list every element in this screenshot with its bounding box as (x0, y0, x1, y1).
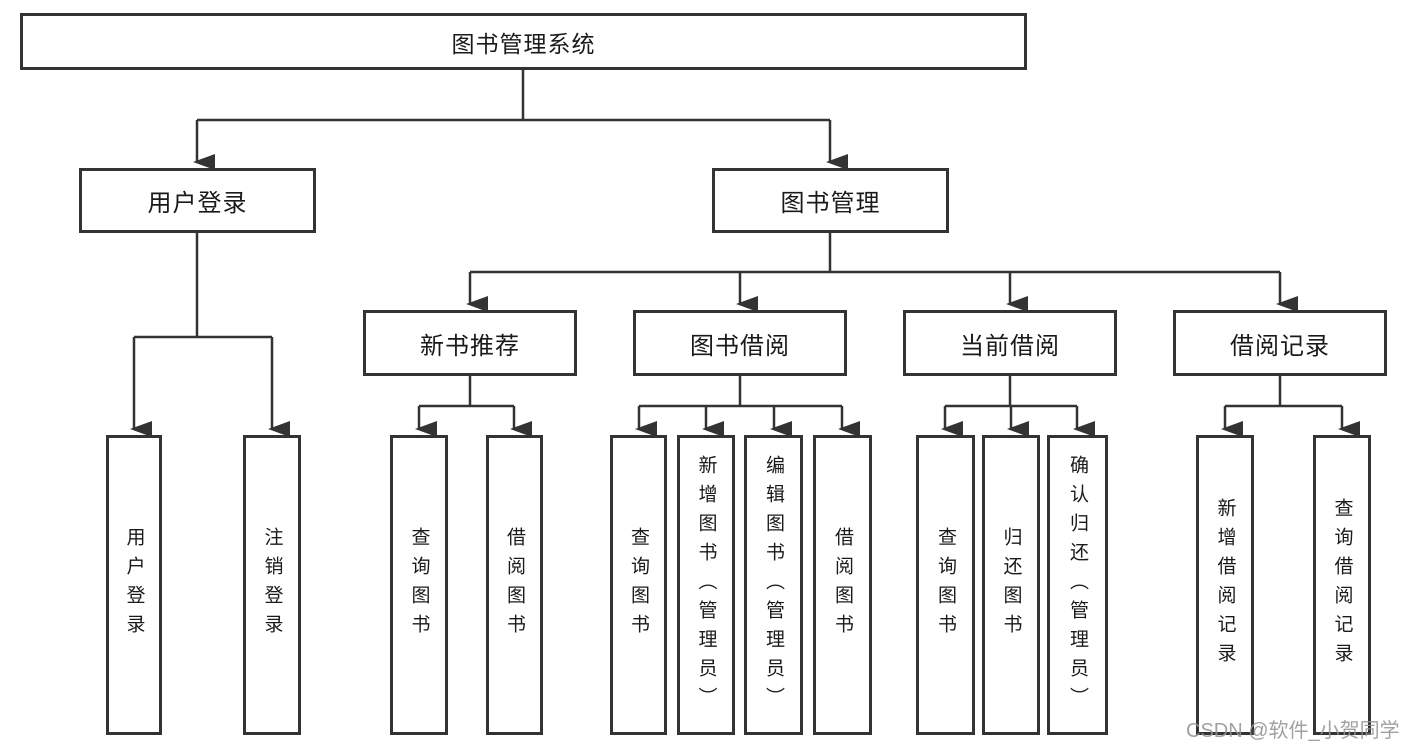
node-leaf-query-books-1: 查询图书 (390, 435, 448, 735)
node-current-borrowing: 当前借阅 (903, 310, 1117, 376)
node-label: 编辑图书（管理员） (763, 454, 784, 716)
node-label: 借阅图书 (832, 527, 853, 643)
node-label: 图书管理 (780, 190, 881, 217)
node-leaf-return-books: 归还图书 (982, 435, 1040, 735)
node-label: 图书借阅 (690, 332, 790, 360)
connector-root (197, 70, 830, 122)
node-leaf-add-borrow-record: 新增借阅记录 (1196, 435, 1254, 735)
node-leaf-logout: 注销登录 (243, 435, 301, 735)
node-label: 借阅记录 (1230, 332, 1330, 360)
node-label: 借阅图书 (504, 527, 525, 643)
node-user-login: 用户登录 (79, 168, 316, 233)
node-leaf-borrow-books-2: 借阅图书 (813, 435, 872, 735)
node-label: 用户登录 (123, 527, 145, 643)
connector-borrowing-records (1225, 376, 1342, 408)
node-label: 新增图书（管理员） (695, 454, 717, 716)
node-library-management-system: 图书管理系统 (20, 13, 1027, 70)
node-leaf-confirm-return-admin: 确认归还（管理员） (1047, 435, 1108, 735)
node-leaf-query-borrow-record: 查询借阅记录 (1313, 435, 1371, 735)
node-leaf-query-books-3: 查询图书 (916, 435, 975, 735)
connector-book-borrowing (639, 376, 842, 408)
csdn-watermark: CSDN @软件_小贺同学 (1186, 720, 1400, 742)
node-label: 注销登录 (261, 527, 283, 643)
node-label: 查询图书 (935, 527, 956, 643)
node-new-book-recommend: 新书推荐 (363, 310, 577, 376)
node-leaf-query-books-2: 查询图书 (610, 435, 667, 735)
node-borrowing-records: 借阅记录 (1173, 310, 1387, 376)
node-label: 查询图书 (408, 527, 430, 643)
node-leaf-add-books-admin: 新增图书（管理员） (677, 435, 735, 735)
connector-book-management (470, 233, 1280, 274)
node-book-borrowing: 图书借阅 (633, 310, 847, 376)
node-leaf-user-login: 用户登录 (106, 435, 162, 735)
node-label: 用户登录 (147, 190, 248, 217)
connector-current-borrowing (945, 376, 1077, 408)
connector-user-login (134, 233, 272, 339)
node-label: 查询借阅记录 (1331, 498, 1353, 672)
node-label: 当前借阅 (960, 332, 1060, 360)
node-label: 新书推荐 (420, 332, 520, 360)
node-label: 图书管理系统 (451, 30, 596, 57)
node-leaf-borrow-books-1: 借阅图书 (486, 435, 543, 735)
connector-new-book-recommend (419, 376, 514, 408)
node-label: 查询图书 (628, 527, 649, 643)
node-label: 新增借阅记录 (1214, 498, 1236, 672)
node-label: 确认归还（管理员） (1067, 454, 1088, 716)
node-book-management: 图书管理 (712, 168, 949, 233)
node-leaf-edit-books-admin: 编辑图书（管理员） (744, 435, 803, 735)
node-label: 归还图书 (1000, 527, 1022, 643)
